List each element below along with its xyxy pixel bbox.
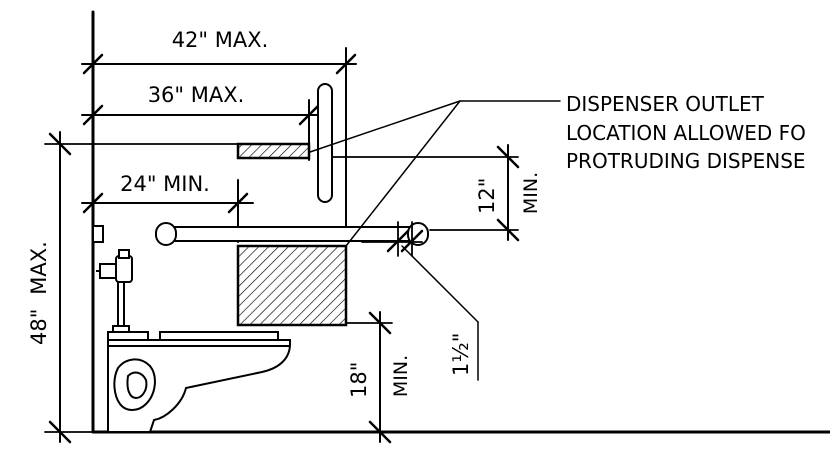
dim-48-max: 48" MAX. [27,131,239,444]
vertical-grab-bar [317,83,333,203]
dim-1-5-clearance: 1½" [361,221,479,381]
dim-1-5-value: 1½" [449,333,473,376]
toilet [107,331,291,433]
dim-12-min-value: 12" [475,178,499,214]
dim-42-max: 42" MAX. [81,28,357,241]
note-leader [309,100,561,247]
dispenser-box [236,244,348,327]
wall-fixture [92,225,104,243]
dim-48-max-label: MAX. [27,241,51,295]
dim-18-min-value: 18" [347,362,371,398]
dim-48-max-value: 48" [27,309,51,345]
dim-36-max-text: 36" MAX. [148,83,245,107]
dim-36-max: 36" MAX. [81,83,326,161]
note-line-1: DISPENSER OUTLET [566,92,765,116]
dim-18-min: 18" MIN. [345,311,412,444]
note-line-3: PROTRUDING DISPENSE [566,149,806,173]
dim-12-min-label: MIN. [520,172,542,214]
dim-12-min: 12" MIN. [331,144,542,242]
flush-valve [96,249,133,335]
dim-18-min-label: MIN. [390,355,412,397]
dispenser-outlet-bar [236,142,311,160]
note-line-2: LOCATION ALLOWED FO [566,121,806,145]
dim-24-min: 24" MIN. [81,172,254,243]
dim-42-max-text: 42" MAX. [172,28,269,52]
dim-24-min-text: 24" MIN. [120,172,210,196]
